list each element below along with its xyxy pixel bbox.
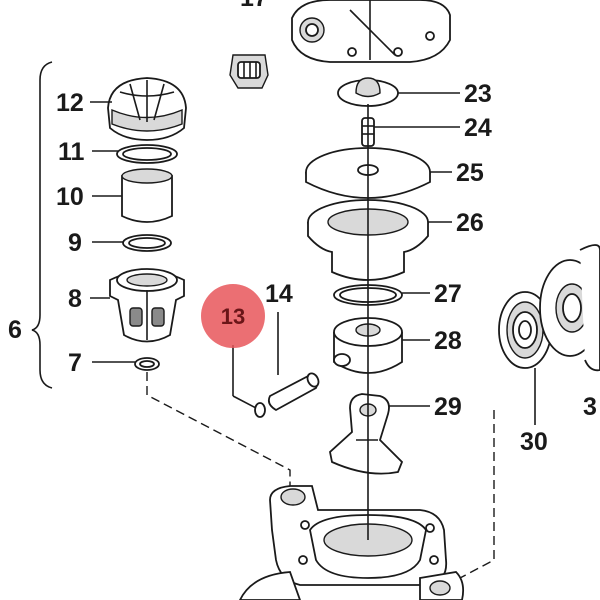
part-23-diaphragm xyxy=(337,77,399,107)
part-label-17: 17 xyxy=(240,0,268,12)
highlight-circle[interactable] xyxy=(201,284,265,348)
part-30-bearing xyxy=(498,291,552,369)
valve-body-part xyxy=(239,485,465,600)
part-label-28: 28 xyxy=(434,327,462,355)
part-label-7: 7 xyxy=(68,349,82,377)
assembly-guide-left xyxy=(146,372,291,488)
highlight-label-13: 13 xyxy=(221,304,245,329)
part-label-24: 24 xyxy=(464,114,492,142)
valve-cover-part xyxy=(291,0,451,63)
part-17-fitting xyxy=(229,54,269,89)
part-9-ring xyxy=(122,234,172,252)
part-13-clip xyxy=(254,402,266,418)
part-29-yoke xyxy=(329,393,404,475)
part-label-14: 14 xyxy=(265,280,293,308)
part-label-10: 10 xyxy=(56,183,84,211)
part-label-29: 29 xyxy=(434,393,462,421)
part-12-cap xyxy=(107,77,187,141)
part-label-11: 11 xyxy=(58,138,85,166)
part-3-housing xyxy=(539,244,600,372)
part-label-6: 6 xyxy=(8,316,22,344)
part-label-8: 8 xyxy=(68,285,82,313)
part-11-ring xyxy=(116,144,178,164)
highlight-marker-13[interactable]: 13 xyxy=(201,284,265,348)
part-label-3: 3 xyxy=(583,393,597,421)
part-label-12: 12 xyxy=(56,89,84,117)
part-label-27: 27 xyxy=(434,280,462,308)
part-14-pin xyxy=(267,372,320,412)
part-7-ring xyxy=(134,357,160,371)
part-label-30: 30 xyxy=(520,428,548,456)
part-10-sleeve xyxy=(121,168,173,223)
part-label-23: 23 xyxy=(464,80,492,108)
part-8-cage xyxy=(109,268,185,343)
part-label-9: 9 xyxy=(68,229,82,257)
leader-lines xyxy=(90,92,536,425)
part-label-26: 26 xyxy=(456,209,484,237)
part-label-25: 25 xyxy=(456,159,484,187)
assembly-guide-right xyxy=(459,410,495,579)
assembly-bracket xyxy=(31,61,53,389)
